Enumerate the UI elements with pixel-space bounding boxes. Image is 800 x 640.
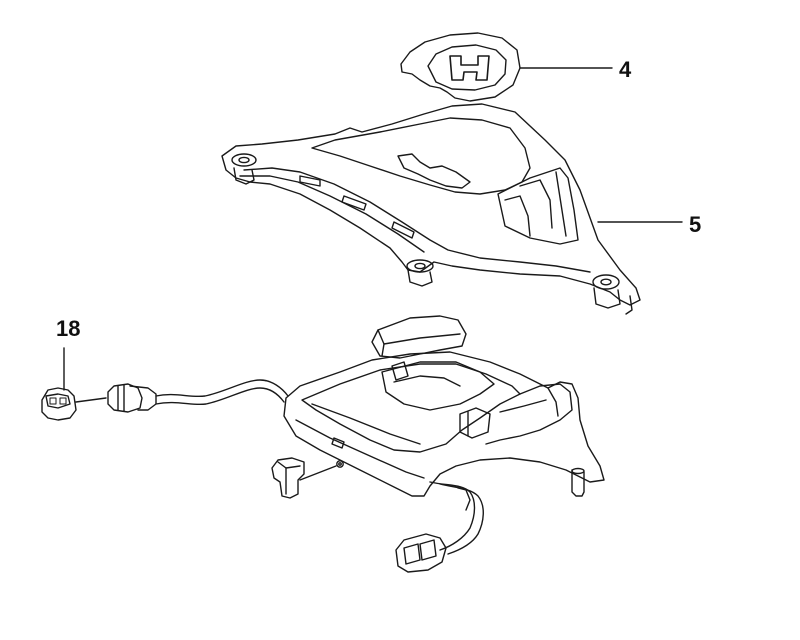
- callout-part-18: 18: [56, 316, 81, 341]
- h-pattern-icon: [450, 56, 489, 80]
- part-4-shift-pattern-plate[interactable]: [401, 33, 612, 101]
- part-5-console-bracket[interactable]: [222, 104, 682, 314]
- callout-part-5: 5: [689, 212, 702, 237]
- bumper-clip[interactable]: [272, 458, 336, 498]
- gear-selector-base[interactable]: [284, 316, 604, 496]
- callout-part-4: 4: [619, 57, 632, 82]
- part-18-connector-harness[interactable]: [42, 348, 483, 572]
